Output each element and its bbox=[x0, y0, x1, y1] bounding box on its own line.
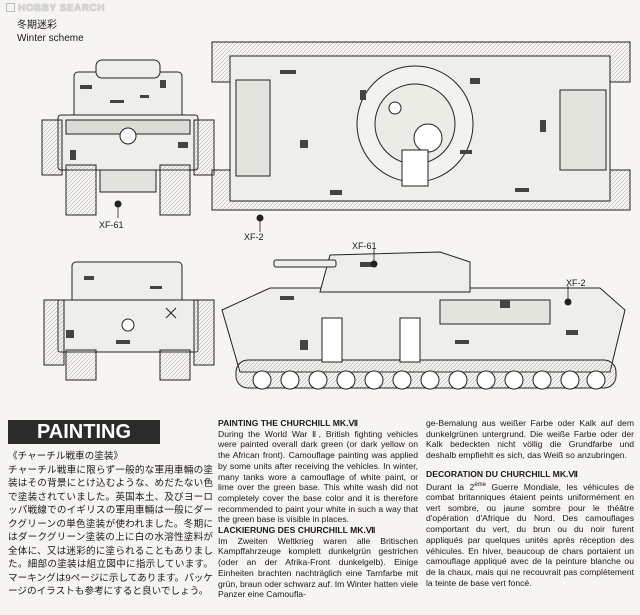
top-view-snow-patches bbox=[280, 70, 546, 195]
rear-view bbox=[43, 261, 215, 381]
callout-leaders bbox=[117, 206, 569, 300]
side-view-snow-patches bbox=[280, 262, 578, 350]
front-view-snow-patches bbox=[70, 80, 188, 160]
de-heading: LACKIERUNG DES CHURCHILL MK.Ⅶ bbox=[218, 525, 376, 536]
painting-title: PAINTING bbox=[8, 420, 160, 444]
de-body-cont: ge-Bemalung aus weißer Farbe oder Kalk a… bbox=[426, 418, 634, 461]
scheme-title-en: Winter scheme bbox=[17, 33, 84, 44]
top-view bbox=[211, 41, 631, 211]
en-heading: PAINTING THE CHURCHILL MK.Ⅶ bbox=[218, 418, 359, 428]
tank-drawing bbox=[41, 41, 631, 390]
fr-body: Durant la 2ème Guerre Mondiale, les véhi… bbox=[426, 481, 634, 588]
de-body: Im Zweiten Weltkrieg waren alle Britisch… bbox=[218, 535, 418, 600]
fr-heading: DECORATION DU CHURCHILL MK.Ⅶ bbox=[426, 468, 579, 479]
jp-body: チャーチル戦車に限らず一般的な軍用車輛の塗装はその背景にとけ込むような、めだたな… bbox=[8, 464, 213, 598]
watermark-logo-icon bbox=[6, 3, 15, 12]
jp-heading: 《チャーチル戦車の塗装》 bbox=[8, 451, 124, 462]
rear-view-snow-patches bbox=[66, 276, 162, 344]
front-view bbox=[41, 59, 215, 216]
callout-xf2-top: XF-2 bbox=[244, 232, 264, 242]
callout-xf2-side: XF-2 bbox=[566, 278, 586, 288]
scheme-title-jp: 冬期迷彩 bbox=[17, 20, 57, 31]
watermark: HOBBY SEARCH bbox=[6, 3, 105, 14]
callout-dots bbox=[114, 200, 572, 306]
callout-xf61-side: XF-61 bbox=[352, 241, 377, 251]
side-view-wheels bbox=[252, 370, 606, 390]
jp-text-column: 《チャーチル戦車の塗装》 チャーチル戦車に限らず一般的な軍用車輛の塗装はその背景… bbox=[8, 450, 213, 599]
de-fr-text-column: ge-Bemalung aus weißer Farbe oder Kalk a… bbox=[426, 418, 634, 588]
en-body: During the World War Ⅱ, British fighting… bbox=[218, 428, 418, 525]
side-view bbox=[221, 251, 626, 389]
callout-xf61-front: XF-61 bbox=[99, 220, 124, 230]
en-de-text-column: PAINTING THE CHURCHILL MK.Ⅶ During the W… bbox=[218, 418, 418, 600]
